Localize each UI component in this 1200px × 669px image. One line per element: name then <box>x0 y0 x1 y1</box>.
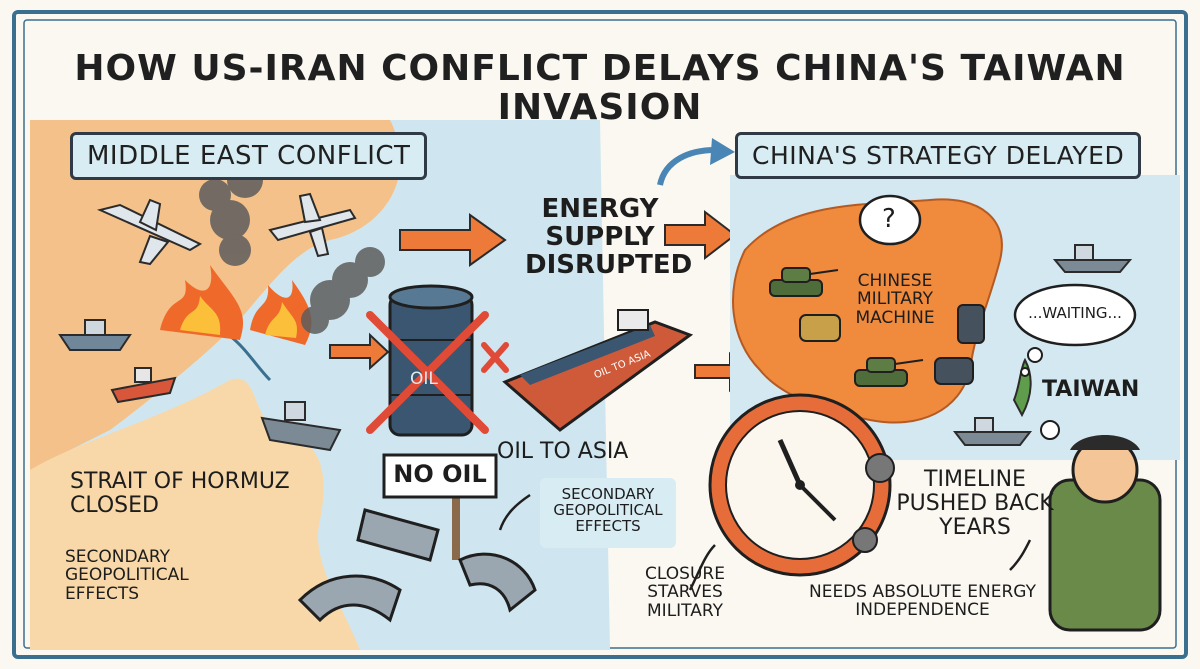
tank-1 <box>769 267 839 297</box>
page-title: HOW US-IRAN CONFLICT DELAYS CHINA'S TAIW… <box>74 48 1126 128</box>
question-bubble <box>858 194 922 246</box>
smoke-plumes <box>199 162 385 334</box>
waiting-text: ...WAITING... <box>1028 304 1122 322</box>
oil-barrel <box>388 284 474 437</box>
plane-1 <box>96 198 203 266</box>
tanker-ship <box>502 309 694 432</box>
secondary-effects-box-text: SECONDARY GEOPOLITICAL EFFECTS <box>553 485 663 536</box>
china-strategy-header: CHINA'S STRATEGY DELAYED <box>735 132 1142 179</box>
secondary-effects-box <box>540 478 676 548</box>
ship-left-1 <box>58 319 132 351</box>
barrels-china <box>799 304 985 385</box>
plane-2 <box>268 192 357 258</box>
middle-east-header: MIDDLE EAST CONFLICT <box>70 132 428 180</box>
strait-label: STRAIT OF HORMUZ CLOSED <box>70 469 290 518</box>
red-x-small <box>481 342 509 373</box>
gears <box>852 453 895 553</box>
curved-arrow-head <box>710 138 735 165</box>
no-oil-sign-text: NO OIL <box>393 460 487 488</box>
pointer-arrows <box>498 493 1032 591</box>
clock <box>708 393 892 577</box>
red-x-barrel <box>366 311 489 434</box>
question-mark: ? <box>882 204 896 234</box>
sign-post <box>452 490 460 560</box>
arabia-land <box>30 378 360 650</box>
energy-supply-label: ENERGY SUPPLY DISRUPTED <box>525 194 693 281</box>
fire-left <box>160 265 244 340</box>
barrel-oil-text: OIL <box>410 369 438 389</box>
needs-label: NEEDS ABSOLUTE ENERGY INDEPENDENCE <box>809 582 1036 621</box>
tank-2 <box>854 357 924 387</box>
curved-arrow <box>657 147 716 186</box>
ship-right-2 <box>952 417 1033 446</box>
left-effects-label: SECONDARY GEOPOLITICAL EFFECTS <box>65 547 189 604</box>
ship-left-3 <box>260 401 342 452</box>
outer-frame <box>12 10 1188 659</box>
timeline-label: TIMELINE PUSHED BACK YEARS <box>896 467 1054 540</box>
military-machine-label: CHINESE MILITARY MACHINE <box>855 271 935 328</box>
broken-pipe-top <box>356 508 440 562</box>
ship-right-1 <box>1052 244 1133 273</box>
closure-label: CLOSURE STARVES MILITARY <box>645 564 725 621</box>
broken-pipe-bottom <box>297 552 537 623</box>
taiwan-label: TAIWAN <box>1042 377 1140 402</box>
small-bubble <box>1040 420 1060 440</box>
no-oil-sign <box>382 453 498 499</box>
soldier <box>1048 435 1162 632</box>
waiting-bubble <box>1013 283 1137 347</box>
oil-to-asia-label: OIL TO ASIA <box>497 439 629 464</box>
fire-right <box>250 280 312 345</box>
ship-left-2 <box>110 367 177 404</box>
